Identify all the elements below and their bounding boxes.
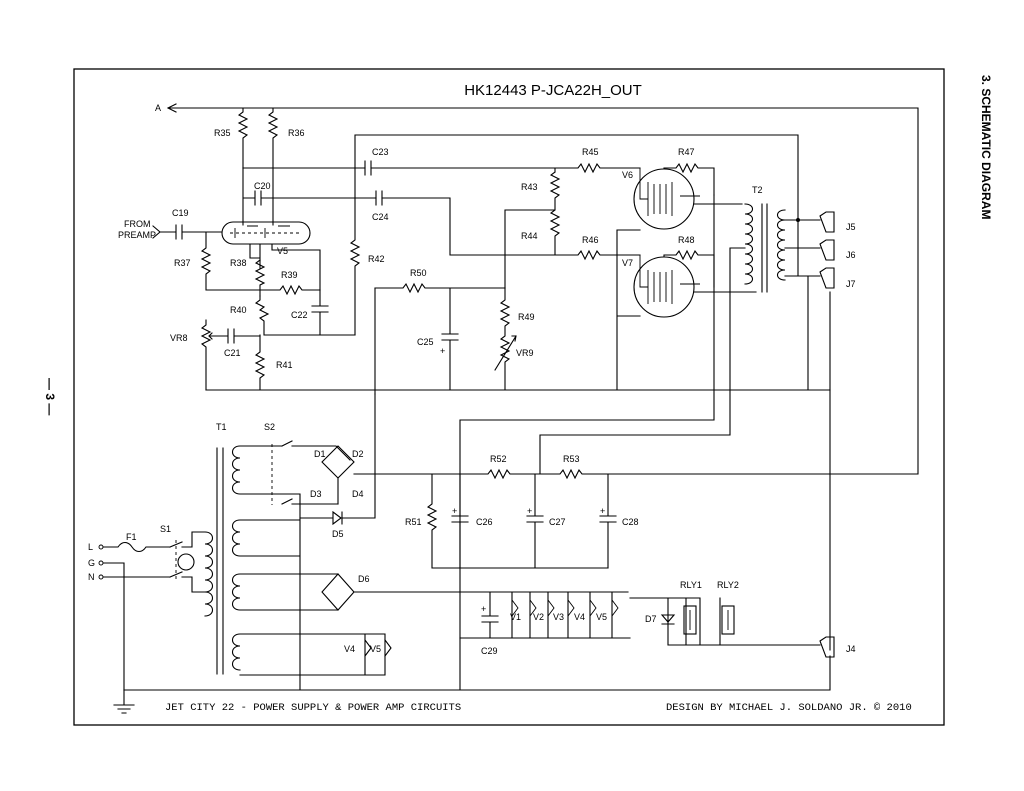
c27-label: C27 (549, 517, 566, 527)
from-preamp-line1: FROM (124, 219, 151, 229)
rly1-label: RLY1 (680, 580, 702, 590)
v6-label: V6 (622, 170, 633, 180)
r49-label: R49 (518, 312, 535, 322)
r51-label: R51 (405, 517, 422, 527)
r42-label: R42 (368, 254, 385, 264)
r47-label: R47 (678, 147, 695, 157)
r43-label: R43 (521, 182, 538, 192)
c21-label: C21 (224, 348, 241, 358)
r37-label: R37 (174, 258, 191, 268)
rly2-label: RLY2 (717, 580, 739, 590)
d4-label: D4 (352, 489, 364, 499)
v5-fil-label: V5 (370, 644, 381, 654)
s1-label: S1 (160, 524, 171, 534)
c28-label: C28 (622, 517, 639, 527)
s2-label: S2 (264, 422, 275, 432)
j7-label: J7 (846, 279, 856, 289)
schematic-frame (73, 68, 945, 726)
v5-tube-label: V5 (277, 246, 288, 256)
v1-reg-label: V1 (510, 612, 521, 622)
d3-label: D3 (310, 489, 322, 499)
v3-reg-label: V3 (553, 612, 564, 622)
j4-label: J4 (846, 644, 856, 654)
schematic-title: HK12443 P-JCA22H_OUT (464, 82, 642, 99)
r45-label: R45 (582, 147, 599, 157)
c23-label: C23 (372, 147, 389, 157)
r35-label: R35 (214, 128, 231, 138)
vr9-label: VR9 (516, 348, 534, 358)
r36-label: R36 (288, 128, 305, 138)
d6-label: D6 (358, 574, 370, 584)
r50-label: R50 (410, 268, 427, 278)
r53-label: R53 (563, 454, 580, 464)
phase-inverter-section: A R35 R36 C23 C24 C20 V5 FROM PREAMP C19… (118, 103, 919, 475)
r38-label: R38 (230, 258, 247, 268)
c24-label: C24 (372, 212, 389, 222)
r48-label: R48 (678, 235, 695, 245)
mains-n-label: N (88, 572, 95, 582)
v2-reg-label: V2 (533, 612, 544, 622)
r39-label: R39 (281, 270, 298, 280)
node-a-label: A (155, 103, 161, 113)
d1-label: D1 (314, 449, 326, 459)
section-title: 3. SCHEMATIC DIAGRAM (979, 75, 993, 219)
power-supply-section: L G N F1 S1 T1 S2 D1 D2 D3 D4 (88, 393, 856, 714)
r41-label: R41 (276, 360, 293, 370)
v5-tube (221, 221, 311, 245)
f1-label: F1 (126, 532, 137, 542)
footer-right-caption: DESIGN BY MICHAEL J. SOLDANO JR. © 2010 (666, 702, 912, 714)
bias-section: R50 C25 + R49 VR9 (374, 268, 535, 391)
d7-label: D7 (645, 614, 657, 624)
svg-text:+: + (452, 506, 457, 516)
c19-label: C19 (172, 208, 189, 218)
from-preamp-line2: PREAMP (118, 230, 156, 240)
svg-text:+: + (600, 506, 605, 516)
svg-text:+: + (481, 604, 486, 614)
j6-label: J6 (846, 250, 856, 260)
mains-l-label: L (88, 542, 93, 552)
r46-label: R46 (582, 235, 599, 245)
footer-left-caption: JET CITY 22 - POWER SUPPLY & POWER AMP C… (165, 702, 461, 714)
c22-label: C22 (291, 310, 308, 320)
power-amp-section: R43 R44 R45 R46 V6 V7 R47 R48 T2 J (374, 147, 856, 691)
v5-reg-label: V5 (596, 612, 607, 622)
vr8-label: VR8 (170, 333, 188, 343)
mains-g-label: G (88, 558, 95, 568)
d5-label: D5 (332, 529, 344, 539)
r40-label: R40 (230, 305, 247, 315)
c20-label: C20 (254, 181, 271, 191)
v4-reg-label: V4 (574, 612, 585, 622)
v7-label: V7 (622, 258, 633, 268)
svg-text:+: + (440, 346, 445, 356)
t1-label: T1 (216, 422, 227, 432)
r44-label: R44 (521, 231, 538, 241)
c26-label: C26 (476, 517, 493, 527)
t2-label: T2 (752, 185, 763, 195)
v4-fil-label: V4 (344, 644, 355, 654)
c25-label: C25 (417, 337, 434, 347)
j5-label: J5 (846, 222, 856, 232)
r52-label: R52 (490, 454, 507, 464)
svg-text:+: + (527, 506, 532, 516)
d2-label: D2 (352, 449, 364, 459)
c29-label: C29 (481, 646, 498, 656)
page-number: — 3 — (43, 378, 57, 415)
